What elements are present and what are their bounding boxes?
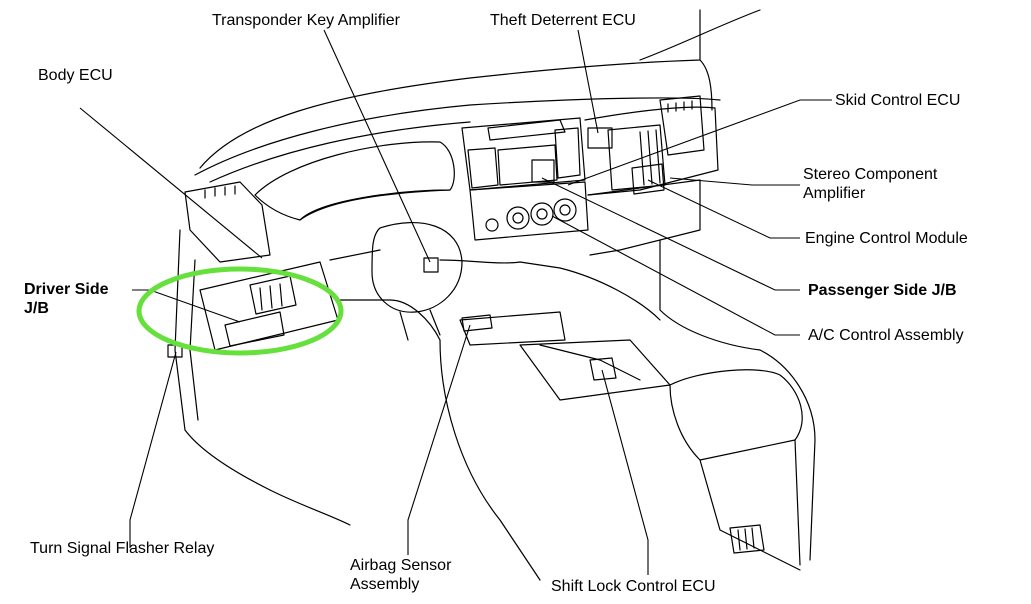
leader-body-ecu bbox=[79, 107, 263, 259]
center-upper-vents bbox=[461, 117, 586, 191]
label-stereo-line2: Amplifier bbox=[803, 185, 866, 202]
windshield-frame bbox=[199, 9, 701, 169]
transponder-box bbox=[423, 257, 439, 273]
left-vent-housing bbox=[184, 181, 271, 263]
label-engine-control-module: Engine Control Module bbox=[805, 230, 968, 247]
lower-dash bbox=[329, 249, 441, 341]
leader-turn bbox=[129, 351, 177, 548]
a-pillar-outer bbox=[699, 59, 713, 111]
leader-stereo bbox=[669, 177, 800, 186]
shift-lever bbox=[539, 344, 641, 381]
label-driver-side-line1: Driver Side bbox=[24, 281, 109, 298]
driver-jb-lower bbox=[224, 311, 285, 347]
label-turn-signal-flasher-relay: Turn Signal Flasher Relay bbox=[30, 540, 215, 557]
label-transponder-key-amplifier: Transponder Key Amplifier bbox=[212, 12, 400, 29]
right-vent bbox=[659, 95, 705, 156]
vent-top bbox=[487, 119, 566, 141]
center-vent-slot-right bbox=[554, 127, 581, 179]
label-theft-deterrent-ecu: Theft Deterrent ECU bbox=[490, 12, 636, 29]
theft-deterrent-box bbox=[587, 127, 613, 149]
leader-airbag bbox=[407, 324, 471, 555]
dash-top-inner bbox=[209, 121, 471, 183]
dash-top bbox=[194, 97, 721, 176]
console-right-edge bbox=[759, 349, 816, 561]
ecm-box bbox=[531, 159, 555, 183]
cluster-lens bbox=[299, 189, 451, 221]
right-vent-grille bbox=[667, 100, 693, 113]
console-armrest bbox=[669, 369, 803, 461]
knob-left bbox=[506, 206, 530, 230]
left-kick-panel bbox=[174, 229, 271, 491]
label-body-ecu: Body ECU bbox=[38, 67, 113, 84]
label-ac-control-assembly: A/C Control Assembly bbox=[808, 327, 964, 344]
driver-jb-fuses bbox=[249, 275, 297, 315]
label-stereo-line1: Stereo Component bbox=[803, 166, 938, 183]
driver-jb-highlight bbox=[136, 266, 344, 356]
label-skid-control-ecu: Skid Control ECU bbox=[835, 92, 961, 109]
leader-shift bbox=[601, 369, 649, 575]
label-airbag-line1: Airbag Sensor bbox=[350, 557, 452, 574]
label-passenger-side-jb: Passenger Side J/B bbox=[808, 282, 957, 299]
leader-engine bbox=[647, 179, 800, 239]
console-side bbox=[439, 339, 541, 581]
engine-module-box bbox=[631, 163, 665, 195]
console-rear-vent bbox=[729, 524, 765, 554]
leader-theft bbox=[577, 29, 599, 134]
shift-lock-box bbox=[589, 357, 617, 381]
module-stack-ribs bbox=[639, 129, 661, 186]
knob-right bbox=[553, 198, 577, 222]
knob-center bbox=[530, 202, 554, 226]
airbag-sensor-box bbox=[461, 314, 493, 332]
steering-column bbox=[399, 309, 441, 341]
left-vent-grille bbox=[204, 185, 236, 199]
leader-transponder bbox=[323, 29, 431, 263]
a-pillar-right bbox=[639, 9, 761, 61]
left-kick-inner bbox=[189, 259, 199, 421]
center-vent-slot-left bbox=[467, 147, 499, 189]
console-shifter-base bbox=[519, 339, 671, 401]
leader-ac bbox=[551, 215, 800, 336]
label-airbag-line2: Assembly bbox=[350, 576, 420, 593]
label-driver-side-line2: J/B bbox=[24, 300, 49, 317]
label-shift-lock-control-ecu: Shift Lock Control ECU bbox=[551, 578, 716, 595]
right-dash bbox=[584, 106, 719, 196]
floor-left bbox=[269, 489, 351, 526]
steering-hub bbox=[371, 221, 463, 313]
right-lower-edge bbox=[659, 239, 761, 351]
button-small bbox=[485, 218, 499, 232]
console-rear bbox=[699, 439, 801, 571]
leader-passenger bbox=[541, 177, 800, 291]
console-upper bbox=[439, 259, 661, 321]
center-display bbox=[497, 144, 558, 186]
cluster-hood bbox=[254, 141, 455, 221]
right-lower-dash bbox=[587, 179, 701, 256]
center-controls-panel bbox=[469, 181, 589, 241]
leader-skid bbox=[567, 99, 832, 186]
